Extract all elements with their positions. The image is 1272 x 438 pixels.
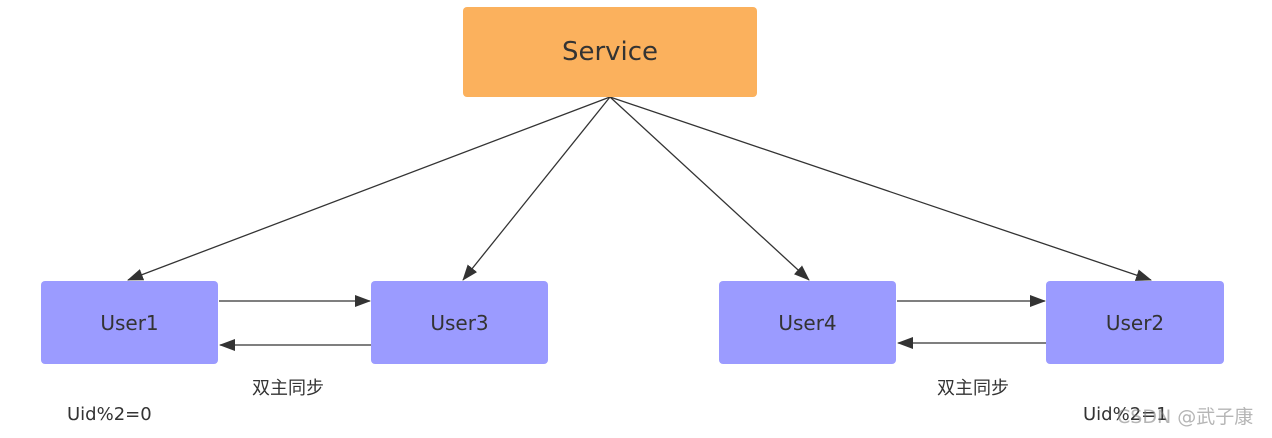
service-node-label: Service bbox=[561, 37, 659, 67]
user4-node: User4 bbox=[719, 281, 896, 364]
user2-node: User2 bbox=[1046, 281, 1224, 364]
sync-label-left: 双主同步 bbox=[252, 378, 324, 399]
watermark: CSDN @武子康 bbox=[1117, 406, 1254, 428]
user2-node-label: User2 bbox=[1105, 310, 1165, 335]
edge-service-user2 bbox=[609, 96, 1152, 281]
user1-node-label: User1 bbox=[100, 310, 159, 335]
uid-rule-left: Uid%2=0 bbox=[67, 404, 152, 425]
service-node: Service bbox=[463, 7, 757, 97]
edge-service-user3 bbox=[462, 96, 611, 281]
sync-label-right: 双主同步 bbox=[937, 378, 1009, 399]
edge-service-user4 bbox=[609, 96, 810, 281]
edge-service-user1 bbox=[127, 96, 611, 281]
user4-node-label: User4 bbox=[778, 310, 837, 335]
uid-rule-right: Uid%2=1 bbox=[1083, 404, 1168, 425]
user3-node: User3 bbox=[371, 281, 548, 364]
user3-node-label: User3 bbox=[430, 310, 489, 335]
user1-node: User1 bbox=[41, 281, 218, 364]
